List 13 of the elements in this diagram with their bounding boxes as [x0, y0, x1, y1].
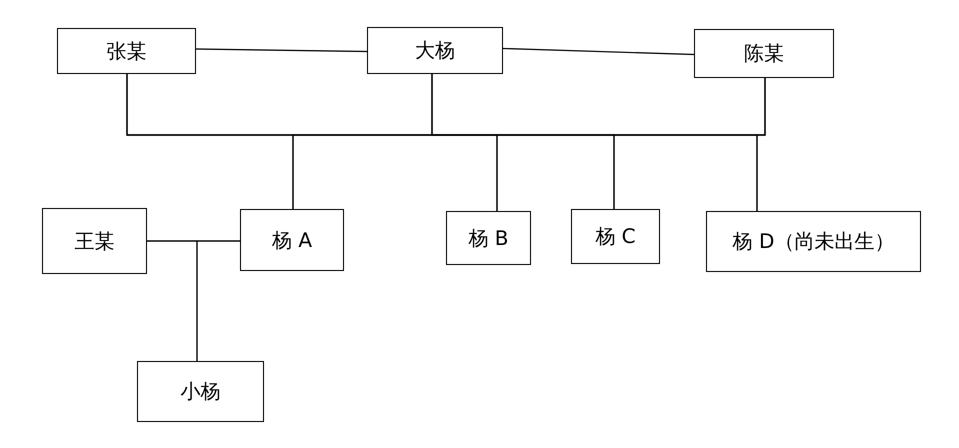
- person-box: 大杨: [367, 27, 503, 74]
- connector-line: [756, 78, 766, 211]
- person-box: 张某: [57, 28, 196, 74]
- person-box: 陈某: [694, 29, 834, 78]
- person-box: 王某: [42, 208, 147, 274]
- person-box: 小杨: [137, 361, 264, 422]
- connector-line: [196, 48, 367, 52]
- person-box: 杨 B: [446, 211, 531, 265]
- connector-line: [196, 240, 240, 361]
- person-box: 杨 C: [571, 209, 660, 264]
- connector-line: [502, 48, 694, 56]
- person-box: 杨 A: [240, 209, 344, 271]
- person-box: 杨 D（尚未出生）: [706, 211, 921, 272]
